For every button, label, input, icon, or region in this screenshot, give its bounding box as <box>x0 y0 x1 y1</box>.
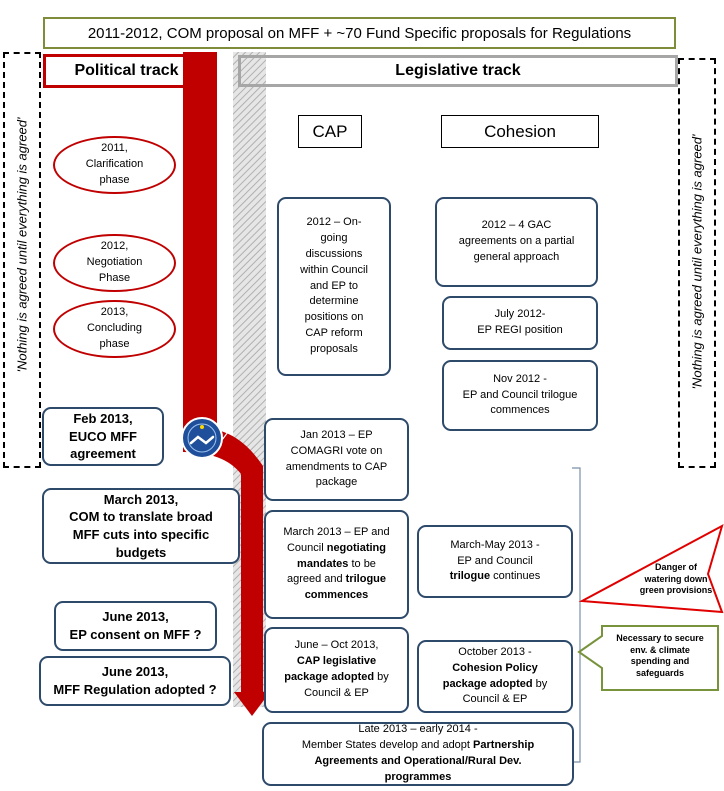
legislative-track-header: Legislative track <box>238 55 678 87</box>
political-track-arrow <box>183 52 270 716</box>
cohesion-header: Cohesion <box>441 115 599 148</box>
diagram-title: 2011-2012, COM proposal on MFF + ~70 Fun… <box>43 17 676 49</box>
right-dashed-box <box>678 58 716 468</box>
eu-handshake-icon <box>181 417 223 459</box>
warning-arrow <box>578 523 724 614</box>
left-dashed-box <box>3 52 41 468</box>
political-track-header: Political track <box>43 54 210 88</box>
green-arrow <box>577 625 719 691</box>
cap-header: CAP <box>298 115 362 148</box>
final-step-partnership-agreements: Late 2013 – early 2014 -Member States de… <box>262 722 574 786</box>
cohesion-step-regi-position: July 2012-EP REGI position <box>442 296 598 350</box>
ep-consent-mff: June 2013,EP consent on MFF ? <box>54 601 217 651</box>
mff-regulation-adopted: June 2013,MFF Regulation adopted ? <box>39 656 231 706</box>
cohesion-bracket <box>572 467 581 763</box>
